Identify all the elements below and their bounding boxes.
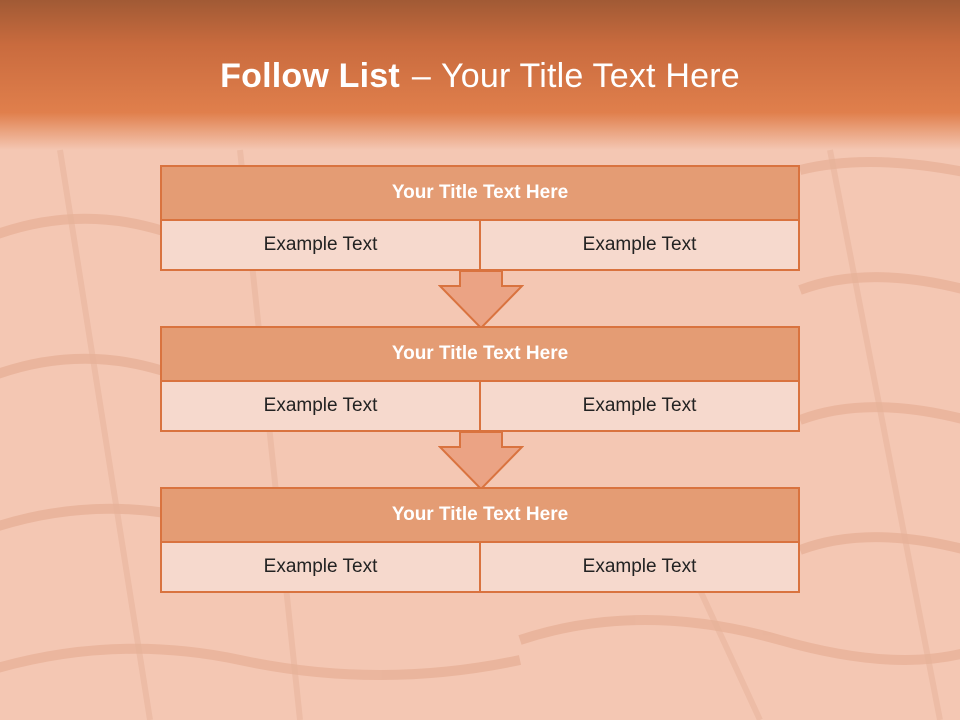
list-block-cell-right: Example Text: [481, 221, 800, 271]
list-block-cell-right: Example Text: [481, 382, 800, 432]
list-block-cell-right: Example Text: [481, 543, 800, 593]
list-block-1: Your Title Text Here Example Text Exampl…: [160, 165, 800, 271]
list-block-cell-left: Example Text: [160, 382, 481, 432]
slide-title-bold: Follow List: [220, 57, 400, 95]
list-block-title: Your Title Text Here: [160, 487, 800, 543]
list-block-3: Your Title Text Here Example Text Exampl…: [160, 487, 800, 593]
list-block-2: Your Title Text Here Example Text Exampl…: [160, 326, 800, 432]
list-block-row: Example Text Example Text: [160, 382, 800, 432]
list-block-title: Your Title Text Here: [160, 326, 800, 382]
slide-title-rest: Your Title Text Here: [441, 57, 740, 95]
list-block-cell-left: Example Text: [160, 221, 481, 271]
list-block-cell-left: Example Text: [160, 543, 481, 593]
list-block-row: Example Text Example Text: [160, 221, 800, 271]
down-arrow-icon: [438, 431, 524, 491]
list-block-row: Example Text Example Text: [160, 543, 800, 593]
down-arrow-icon: [438, 270, 524, 330]
slide-title-dash: –: [411, 57, 432, 95]
slide-title: Follow List–Your Title Text Here: [0, 52, 960, 100]
list-block-title: Your Title Text Here: [160, 165, 800, 221]
header-band: [0, 0, 960, 150]
